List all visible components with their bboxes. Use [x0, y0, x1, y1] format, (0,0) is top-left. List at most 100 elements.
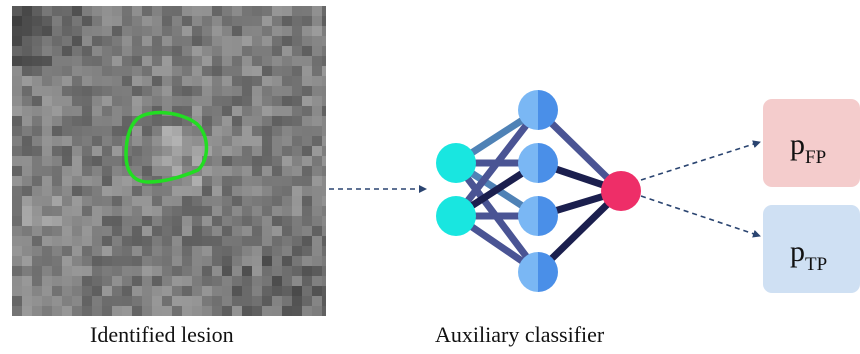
image-pixel [42, 26, 52, 36]
image-pixel [292, 286, 302, 296]
image-pixel [112, 286, 122, 296]
image-pixel [292, 76, 302, 86]
image-pixel [82, 196, 92, 206]
image-pixel [272, 186, 282, 196]
image-pixel [232, 246, 242, 256]
image-pixel [112, 56, 122, 66]
image-pixel [22, 126, 32, 136]
image-pixel [172, 216, 182, 226]
image-pixel [82, 16, 92, 26]
image-pixel [42, 6, 52, 16]
image-pixel [292, 306, 302, 316]
image-pixel [82, 156, 92, 166]
image-pixel [282, 156, 292, 166]
image-pixel [172, 76, 182, 86]
image-pixel [22, 176, 32, 186]
image-pixel [52, 286, 62, 296]
image-pixel [292, 176, 302, 186]
image-pixel [122, 126, 132, 136]
image-pixel [322, 256, 326, 266]
image-pixel [152, 206, 162, 216]
image-pixel [72, 26, 82, 36]
image-pixel [132, 256, 142, 266]
image-pixel [12, 76, 22, 86]
image-pixel [122, 176, 132, 186]
image-pixel [62, 226, 72, 236]
image-pixel [272, 26, 282, 36]
image-pixel [272, 16, 282, 26]
image-pixel [72, 96, 82, 106]
image-pixel [122, 226, 132, 236]
image-pixel [282, 6, 292, 16]
image-pixel [192, 56, 202, 66]
image-pixel [302, 246, 312, 256]
image-pixel [182, 96, 192, 106]
image-pixel [202, 36, 212, 46]
image-pixel [12, 106, 22, 116]
image-pixel [222, 46, 232, 56]
image-pixel [112, 166, 122, 176]
image-pixel [292, 16, 302, 26]
image-pixel [202, 176, 212, 186]
image-pixel [312, 16, 322, 26]
image-pixel [162, 56, 172, 66]
image-pixel [282, 96, 292, 106]
image-pixel [32, 206, 42, 216]
image-pixel [192, 266, 202, 276]
image-pixel [202, 126, 212, 136]
image-pixel [242, 156, 252, 166]
image-pixel [52, 276, 62, 286]
image-pixel [252, 276, 262, 286]
image-pixel [42, 196, 52, 206]
image-pixel [322, 176, 326, 186]
image-pixel [172, 6, 182, 16]
image-pixel [122, 296, 132, 306]
image-pixel [142, 166, 152, 176]
image-pixel [322, 86, 326, 96]
image-pixel [62, 206, 72, 216]
image-pixel [102, 86, 112, 96]
image-pixel [212, 26, 222, 36]
image-pixel [292, 26, 302, 36]
image-pixel [172, 56, 182, 66]
image-pixel [142, 56, 152, 66]
image-pixel [72, 296, 82, 306]
image-pixel [122, 276, 132, 286]
image-pixel [192, 26, 202, 36]
image-pixel [102, 206, 112, 216]
image-pixel [142, 126, 152, 136]
image-pixel [252, 166, 262, 176]
image-pixel [312, 286, 322, 296]
image-pixel [152, 226, 162, 236]
image-pixel [202, 236, 212, 246]
image-pixel [72, 206, 82, 216]
image-pixel [152, 246, 162, 256]
image-pixel [212, 266, 222, 276]
image-pixel [42, 186, 52, 196]
lesion-image [12, 6, 326, 316]
image-pixel [82, 146, 92, 156]
image-pixel [102, 166, 112, 176]
image-pixel [122, 66, 132, 76]
image-pixel [292, 216, 302, 226]
image-pixel [132, 236, 142, 246]
image-pixel [42, 226, 52, 236]
image-pixel [122, 186, 132, 196]
image-pixel [12, 186, 22, 196]
image-pixel [192, 276, 202, 286]
image-pixel [282, 86, 292, 96]
image-pixel [202, 166, 212, 176]
image-pixel [222, 116, 232, 126]
image-pixel [192, 196, 202, 206]
image-pixel [312, 306, 322, 316]
image-pixel [132, 266, 142, 276]
image-pixel [12, 26, 22, 36]
image-pixel [322, 286, 326, 296]
image-pixel [112, 16, 122, 26]
image-pixel [202, 96, 212, 106]
image-pixel [322, 16, 326, 26]
image-pixel [182, 256, 192, 266]
image-pixel [42, 16, 52, 26]
image-pixel [52, 136, 62, 146]
lesion-outline [124, 110, 209, 184]
